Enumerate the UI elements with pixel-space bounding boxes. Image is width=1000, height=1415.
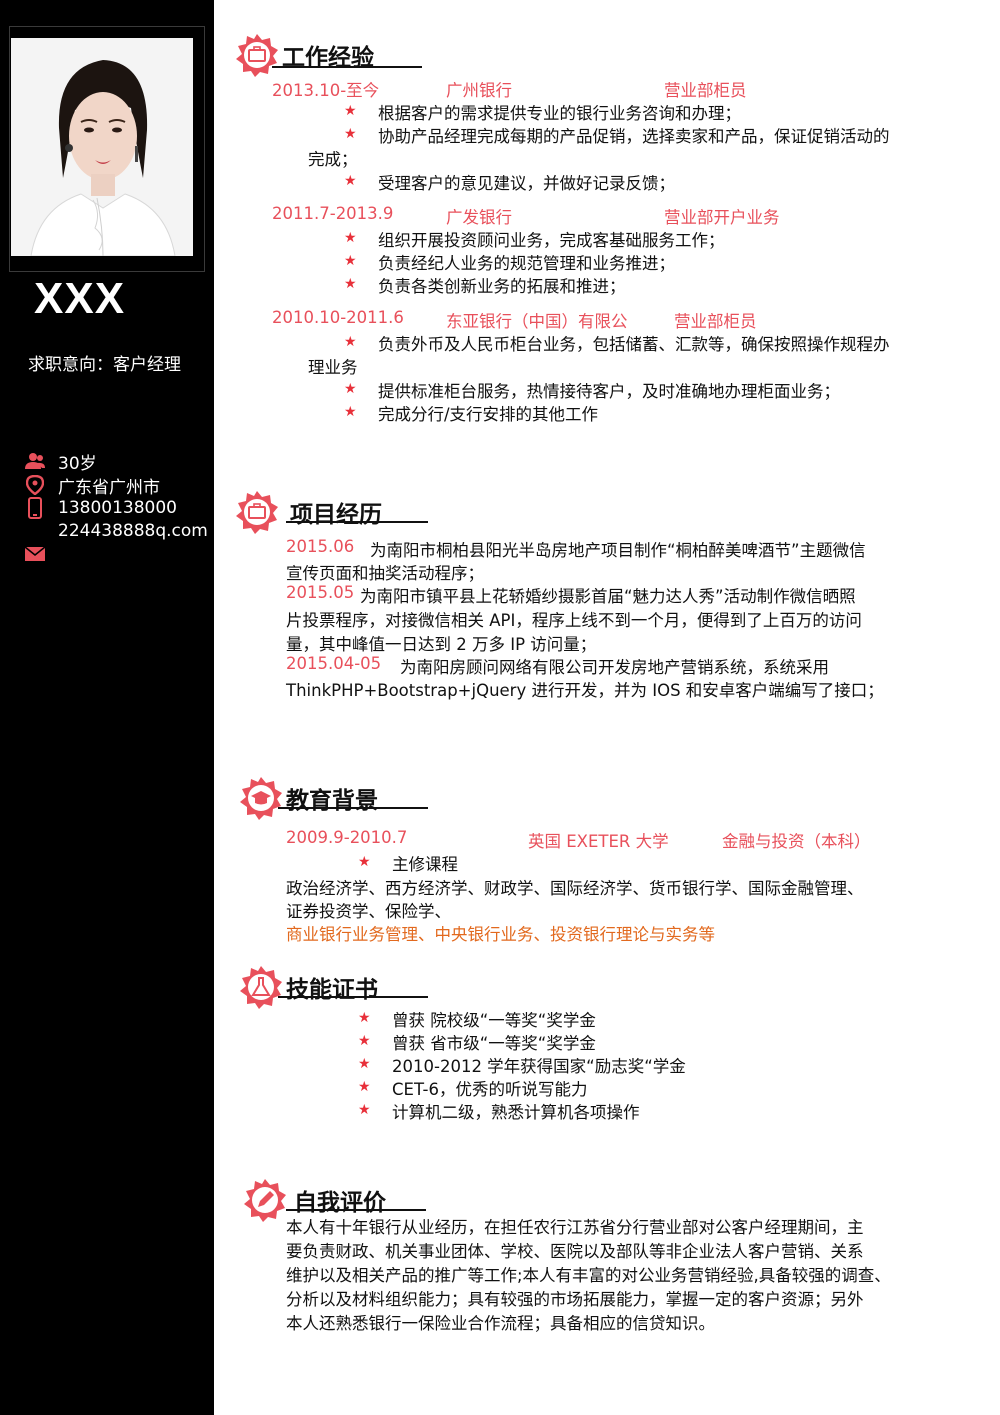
project-3-date: 2015.04-05 (286, 654, 382, 673)
bullet-star: ★ (344, 276, 357, 292)
pencil-icon (242, 1177, 288, 1223)
project-1-date: 2015.06 (286, 537, 355, 556)
photo-frame (9, 26, 205, 272)
project-1-text-2: 宣传页面和抽奖活动程序； (286, 564, 484, 583)
bullet-star: ★ (344, 103, 357, 119)
candidate-name: XXX (34, 274, 126, 323)
bullet-star: ★ (344, 126, 357, 142)
location-text: 广东省广州市 (58, 477, 160, 498)
bullet-star: ★ (344, 173, 357, 189)
job-3-role: 营业部柜员 (674, 312, 757, 331)
self-eval-line-4: 分析以及材料组织能力；具有较强的市场拓展能力，掌握一定的客户资源；另外 (286, 1290, 864, 1309)
bullet-star: ★ (358, 1102, 371, 1118)
section-education-title: 教育背景 (238, 775, 378, 821)
skill-5: 计算机二级，熟悉计算机各项操作 (392, 1103, 640, 1122)
phone-icon (24, 497, 46, 519)
skill-3: 2010-2012 学年获得国家“励志奖“学金 (392, 1057, 686, 1076)
self-eval-line-1: 本人有十年银行从业经历，在担任农行江苏省分行营业部对公客户经理期间，主 (286, 1218, 864, 1237)
self-eval-line-5: 本人还熟悉银行一保险业合作流程；具备相应的信贷知识。 (286, 1314, 715, 1333)
edu-major: 金融与投资（本科） (722, 832, 871, 851)
main-content: 工作经验 2013.10-至今 广州银行 营业部柜员 ★ 根据客户的需求提供专业… (214, 0, 1000, 1415)
age-text: 30岁 (58, 453, 97, 474)
job-3-period: 2010.10-2011.6 (272, 308, 404, 327)
project-2-text-3: 量，其中峰值一日达到 2 万多 IP 访问量； (286, 635, 597, 654)
email-text: 224438888q.com (58, 521, 208, 541)
edu-courses-3: 商业银行业务管理、中央银行业务、投资银行理论与实务等 (286, 925, 715, 944)
skill-4: CET-6，优秀的听说写能力 (392, 1080, 588, 1099)
bullet-star: ★ (344, 404, 357, 420)
person-icon (24, 450, 46, 472)
job-3-company: 东亚银行（中国）有限公 (446, 312, 628, 331)
job-1-company: 广州银行 (446, 81, 512, 100)
job-2-company: 广发银行 (446, 208, 512, 227)
bullet-star: ★ (358, 854, 371, 870)
bullet-star: ★ (358, 1079, 371, 1095)
edu-school: 英国 EXETER 大学 (528, 832, 669, 851)
project-2-date: 2015.05 (286, 583, 355, 602)
job-1-period: 2013.10-至今 (272, 81, 380, 100)
bullet-star: ★ (344, 381, 357, 397)
section-projects-underline (286, 521, 428, 523)
job-2-period: 2011.7-2013.9 (272, 204, 394, 223)
job-2-line-3: 负责各类创新业务的拓展和推进； (378, 277, 626, 296)
job-3-line-2: 理业务 (308, 358, 358, 377)
location-row: 广东省广州市 (24, 474, 160, 498)
section-self-heading: 自我评价 (294, 1190, 386, 1216)
section-self-title: 自我评价 (242, 1177, 386, 1223)
phone-text: 13800138000 (58, 498, 177, 518)
bullet-star: ★ (344, 253, 357, 269)
bullet-star: ★ (358, 1010, 371, 1026)
section-self-underline (286, 1209, 426, 1211)
job-1-line-2: 协助产品经理完成每期的产品促销，选择卖家和产品，保证促销活动的 (378, 127, 890, 146)
edu-courses-2: 证券投资学、保险学、 (286, 902, 451, 921)
section-skills-underline (278, 996, 428, 998)
project-1-text-1: 为南阳市桐柏县阳光半岛房地产项目制作“桐柏醉美啤酒节”主题微信 (370, 541, 866, 560)
profile-photo (11, 38, 193, 256)
section-projects-heading: 项目经历 (290, 502, 382, 528)
bullet-star: ★ (344, 334, 357, 350)
skill-2: 曾获 省市级“一等奖“奖学金 (392, 1034, 596, 1053)
job-1-line-3: 完成； (308, 150, 358, 169)
project-3-text-2: ThinkPHP+Bootstrap+jQuery 进行开发，并为 IOS 和安… (286, 681, 884, 700)
section-education-heading: 教育背景 (286, 788, 378, 814)
self-eval-line-3: 维护以及相关产品的推广等工作;本人有丰富的对公业务营销经验,具备较强的调查、 (286, 1266, 891, 1285)
briefcase-icon (234, 32, 280, 78)
briefcase-icon (234, 489, 280, 535)
job-2-line-1: 组织开展投资顾问业务，完成客基础服务工作； (378, 231, 725, 250)
age-row: 30岁 (24, 450, 97, 474)
mail-icon (24, 543, 46, 565)
location-pin-icon (24, 474, 46, 496)
job-1-line-1: 根据客户的需求提供专业的银行业务咨询和办理； (378, 104, 741, 123)
job-2-line-2: 负责经纪人业务的规范管理和业务推进； (378, 254, 675, 273)
project-2-text-1: 为南阳市镇平县上花轿婚纱摄影首届“魅力达人秀”活动制作微信晒照 (360, 587, 856, 606)
section-work-title: 工作经验 (234, 32, 374, 78)
job-2-role: 营业部开户业务 (664, 208, 780, 227)
project-3-text-1: 为南阳房顾问网络有限公司开发房地产营销系统，系统采用 (400, 658, 829, 677)
job-1-role: 营业部柜员 (664, 81, 747, 100)
job-intent: 求职意向：客户经理 (28, 355, 181, 375)
graduation-cap-icon (238, 775, 284, 821)
edu-courses-label: 主修课程 (392, 855, 458, 874)
section-education-underline (278, 807, 428, 809)
email-row: 224438888q.com (24, 520, 208, 542)
edu-period: 2009.9-2010.7 (286, 828, 408, 847)
phone-row: 13800138000 (24, 497, 177, 519)
bullet-star: ★ (344, 230, 357, 246)
flask-icon (238, 964, 284, 1010)
sidebar: XXX 求职意向：客户经理 30岁 广东省广州市 13800138000 224… (0, 0, 214, 1415)
edu-courses-1: 政治经济学、西方经济学、财政学、国际经济学、货币银行学、国际金融管理、 (286, 879, 864, 898)
job-1-line-4: 受理客户的意见建议，并做好记录反馈； (378, 174, 675, 193)
job-3-line-4: 完成分行/支行安排的其他工作 (378, 405, 599, 424)
section-work-underline (272, 66, 422, 68)
bullet-star: ★ (358, 1033, 371, 1049)
job-3-line-1: 负责外币及人民币柜台业务，包括储蓄、汇款等，确保按照操作规程办 (378, 335, 890, 354)
skill-1: 曾获 院校级“一等奖“奖学金 (392, 1011, 596, 1030)
job-3-line-3: 提供标准柜台服务，热情接待客户，及时准确地办理柜面业务； (378, 382, 840, 401)
section-skills-title: 技能证书 (238, 964, 378, 1010)
project-2-text-2: 片投票程序，对接微信相关 API，程序上线不到一个月，便得到了上百万的访问 (286, 611, 862, 630)
self-eval-line-2: 要负责财政、机关事业团体、学校、医院以及部队等非企业法人客户营销、关系 (286, 1242, 864, 1261)
section-skills-heading: 技能证书 (286, 977, 378, 1003)
bullet-star: ★ (358, 1056, 371, 1072)
section-projects-title: 项目经历 (234, 489, 382, 535)
